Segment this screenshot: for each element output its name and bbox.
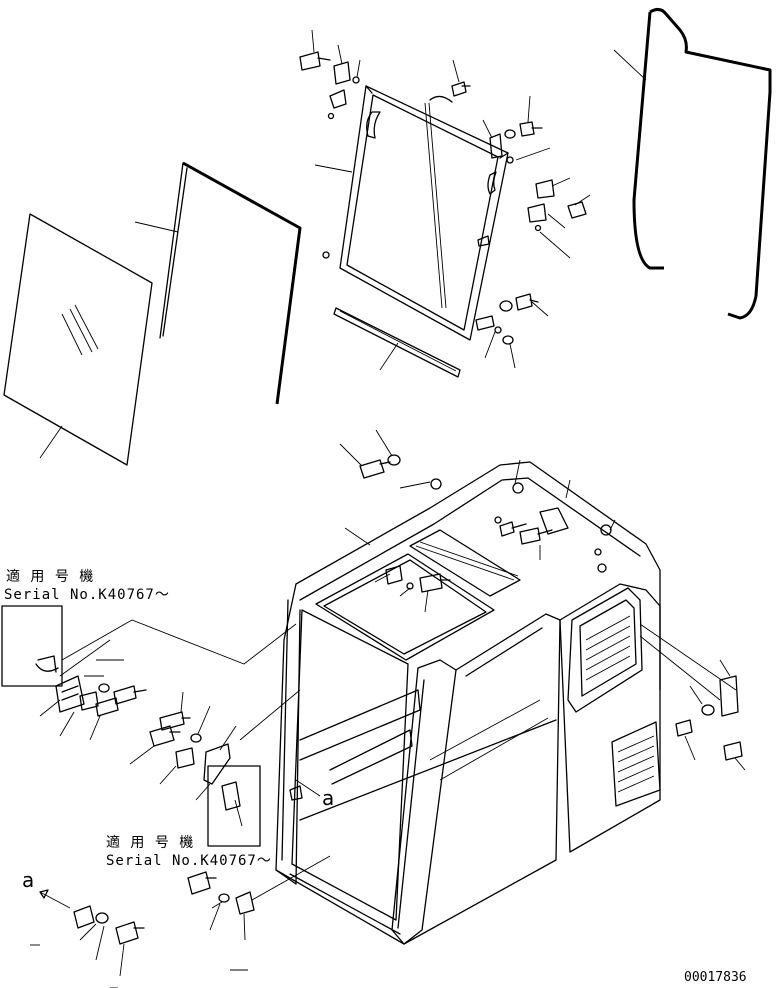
view-marker-a-upper: a (322, 786, 335, 810)
cab-body (275, 461, 661, 945)
window-frame (314, 85, 509, 341)
roof-bolts (339, 429, 616, 613)
serial-callout-upper (1, 605, 297, 741)
serial-callout-upper-serial: Serial No.K40767～ (4, 587, 170, 603)
drawing-number: 00017836 (684, 970, 747, 985)
view-marker-a-lower: a (22, 868, 35, 892)
serial-callout-lower-serial: Serial No.K40767～ (106, 853, 272, 869)
glass-pane (3, 213, 153, 466)
glass-seal (134, 161, 302, 405)
window-hardware (299, 29, 591, 369)
lower-latch-hardware (30, 779, 331, 988)
weatherstrip-seal (613, 7, 772, 320)
window-rail (333, 307, 461, 378)
serial-callout-lower-title: 適 用 号 機 (106, 835, 195, 851)
center-left-hardware (129, 689, 301, 847)
right-bracket-hardware (639, 623, 746, 771)
serial-callout-upper-title: 適 用 号 機 (6, 569, 95, 585)
